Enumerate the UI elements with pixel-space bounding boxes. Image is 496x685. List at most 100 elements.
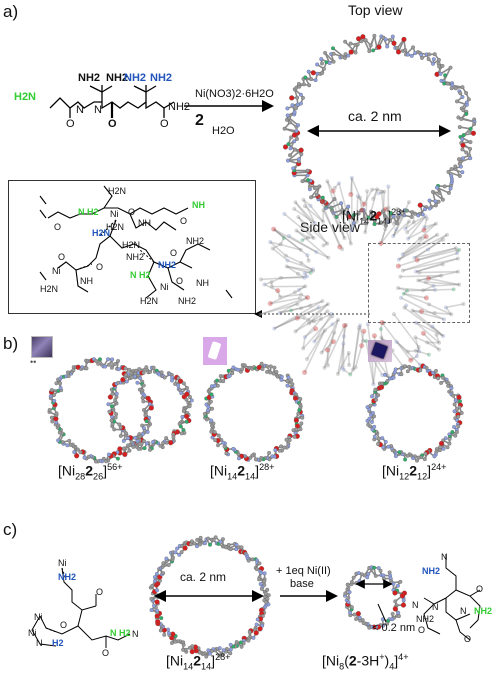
side-view-label: Side view [300,219,360,235]
panel-c-label-right: [Ni8(2-3H+)4]4+ [322,652,409,672]
c-right-n-c: N [460,606,467,616]
side-view-highlight-box [368,243,470,323]
box-nh2-a: NH2 [186,236,205,246]
box-nh-a: NH [138,218,151,228]
box-n-h2-green-b: N H2 [130,270,151,280]
reagent-label: Ni(NO3)2·6H2O [195,88,274,100]
c-left-ni2: Ni [28,628,37,638]
c-left-nh2: NH2 [58,572,77,582]
box-o-c: O [170,248,178,258]
panel-b-label-2: [Ni14214]28+ [210,462,275,482]
ligand-o-2: O [108,118,117,130]
panel-c-label-left: [Ni14214]28+ [166,652,231,672]
solvent-label: H2O [212,125,235,137]
ligand-h2n-green: H2N [14,91,37,103]
c-right-nh2: NH2 [422,566,441,576]
ligand-n-2: N [94,104,102,116]
c-right-nh2-green: NH2 [474,606,493,616]
box-h2n-e: H2N [140,296,159,306]
ring-b1-left [47,357,154,464]
ligand-nh2-2: NH2 [106,72,129,84]
small-size-label: < 0.2 nm [372,622,416,634]
ligand-o-1: O [66,118,75,130]
c-left-n: N [36,638,43,648]
compound-number: 2 [195,112,204,129]
box-h2n-a: H2N [106,222,125,232]
ring-c1 [148,535,271,659]
box-h2n-c: H2N [122,240,141,250]
c-left-o2: O [60,620,68,630]
box-nh-e: NH [196,278,209,288]
reagent-c-2: base [290,578,314,590]
box-o-top: O [128,207,136,217]
box-o-f: O [58,252,66,262]
box-h2n-d: H2N [40,284,59,294]
size-label-c: ca. 2 nm [180,570,227,584]
ring-b2 [202,361,305,463]
c-right-o1: O [476,584,484,594]
panel-label-c: c) [3,520,18,539]
box-n-h2-green: N H2 [78,207,99,217]
box-nh2-b: NH2 [126,252,145,262]
top-view-label: Top view [348,2,403,18]
size-label-a: ca. 2 nm [348,108,402,124]
c-left-o3: O [102,648,110,658]
panel-label-a: a) [3,2,19,21]
c-left-ni-top: Ni [58,558,67,568]
box-nh-top: NH [192,200,205,210]
c-right-n-ni: N [441,552,448,562]
box-h2n-top: H2N [108,186,127,196]
box-nh2-e: NH2 [178,296,197,306]
c-right-nh2-b: NH2 [416,614,435,624]
ligand-n-1: N [76,104,84,116]
crystal-photo-3 [368,340,392,362]
ring-b3 [365,363,464,463]
c-right-o3: O [464,634,472,644]
reagent-c-1: + 1eq Ni(II) [276,565,331,577]
c-right-n-b: N [432,602,439,612]
c-left-o1: O [96,587,104,597]
box-h2n-b: H2N [92,228,111,238]
c-right-o2: O [418,625,426,635]
ring-b1-right [106,365,194,452]
box-nh2-d: NH2 [158,260,177,270]
structure-detail-box [8,180,256,314]
scale-note: •• [30,357,37,367]
c-right-n-a: N [412,600,419,610]
c-left-n-end: N [132,629,139,639]
small-size-pointer [377,603,387,623]
box-ni-top: Ni [110,209,119,219]
box-ni-left: Ni [52,266,61,276]
c-left-n-h2: N H2 [110,628,131,638]
box-o-d: O [96,262,104,272]
panel-b-label-1: [Ni28226]56+ [58,462,123,482]
box-ni-right: Ni [160,282,169,292]
crystal-photo-2 [203,337,227,365]
c-left-ni1: Ni [34,612,43,622]
box-o-b: O [180,216,188,226]
side-view-cluster [258,175,466,387]
ring-c2-small [342,565,407,630]
ligand-o-3: O [160,118,169,130]
ligand-nh2-4: NH2 [168,101,191,113]
c-left-h2: H2 [52,638,64,648]
complex-formula-a: [Ni14214]28+ [342,207,407,227]
box-o-a: O [54,222,62,232]
ligand-nh2-1: NH2 [78,72,101,84]
panel-label-b: b) [3,334,19,353]
ring-a-molecule [282,33,477,228]
crystal-photo-1 [31,336,53,358]
ligand-nh2-3: NH2 [150,72,173,84]
panel-b-label-3: [Ni12212]24+ [382,462,447,482]
box-nh-c: NH [80,276,93,286]
box-o-e: O [176,276,184,286]
ligand-nh2-blue: NH2 [124,72,147,84]
